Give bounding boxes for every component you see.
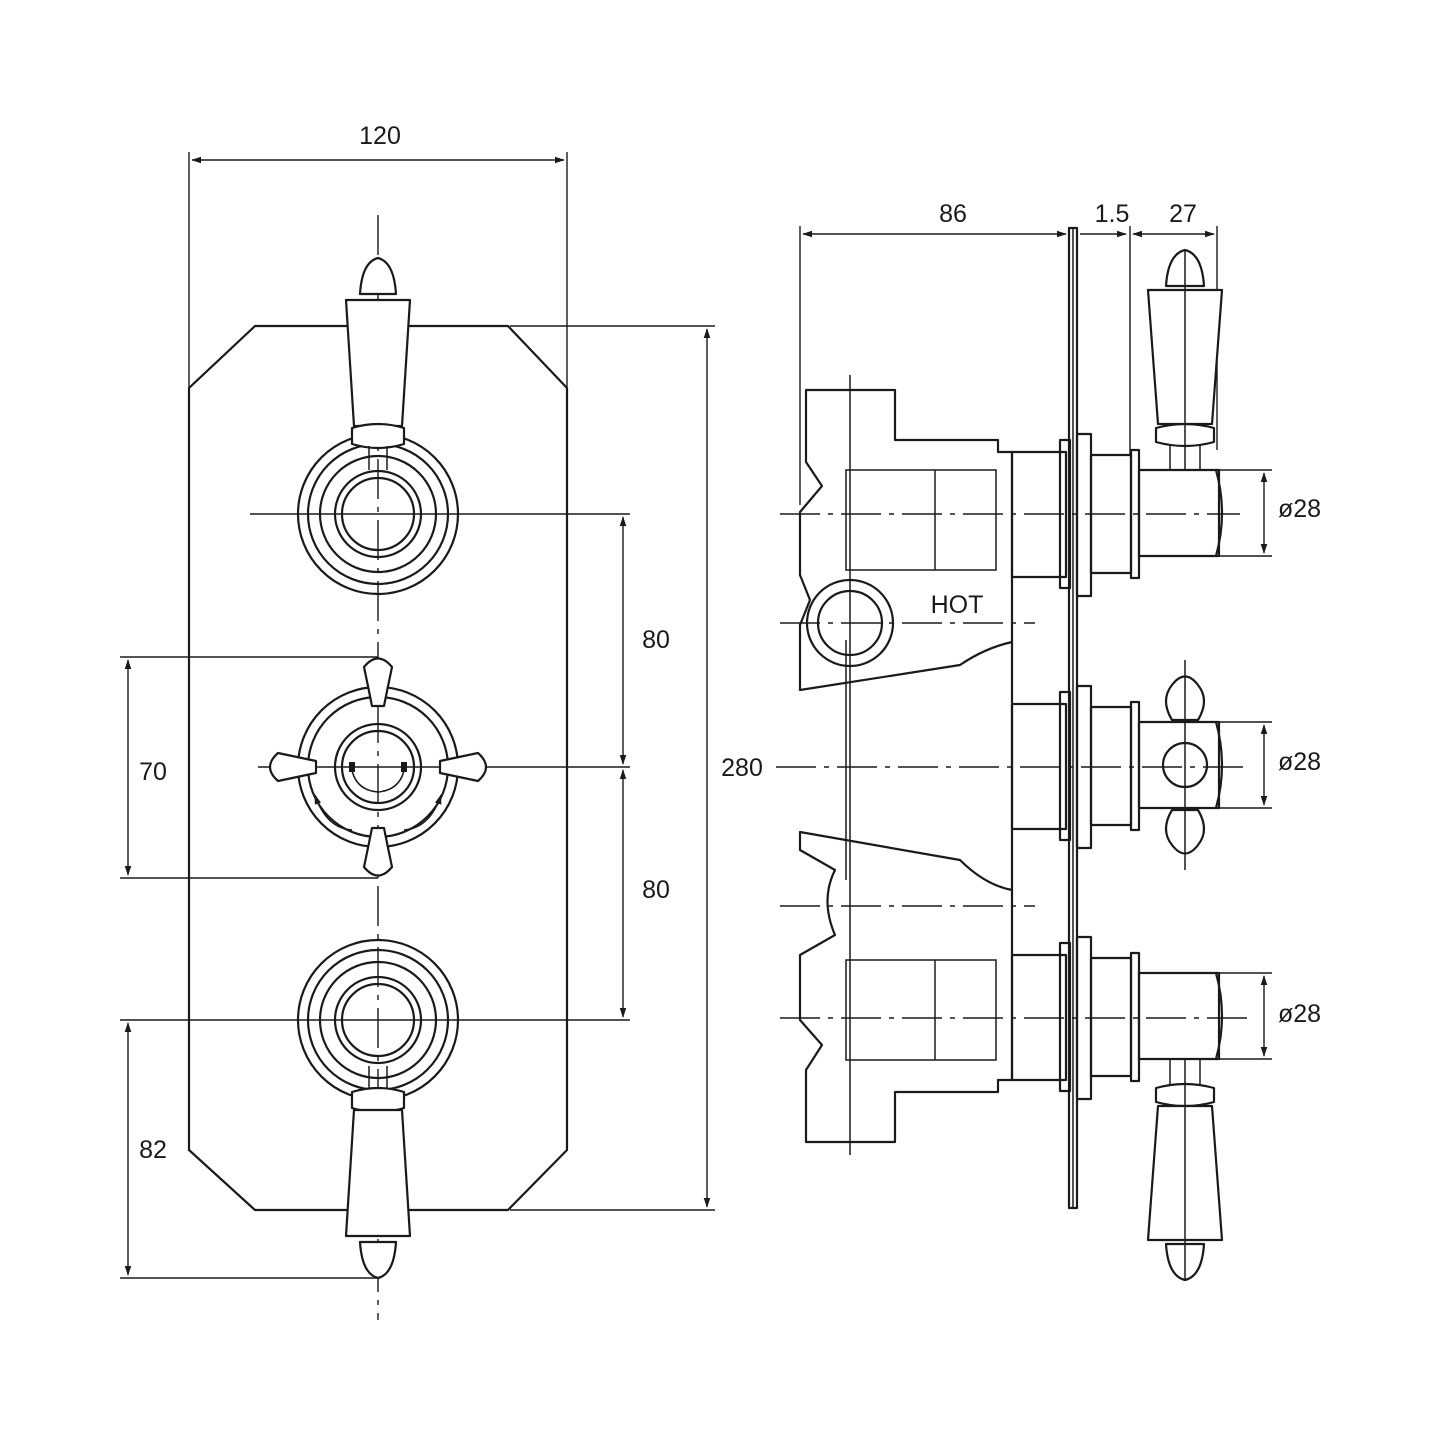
upper-spacing-label: 80	[642, 626, 670, 654]
side-view: 86 1.5 27 280 HOT ø28 ø28 ø28	[721, 200, 1321, 1282]
width-dimension-label: 120	[359, 122, 401, 150]
top-lever-valve	[296, 256, 460, 596]
top-spindle	[1010, 248, 1224, 598]
plate-thickness-label: 1.5	[1095, 200, 1130, 228]
middle-crosshead-valve	[268, 657, 488, 877]
height-dimension-label: 280	[721, 754, 763, 782]
lower-spacing-label: 80	[642, 876, 670, 904]
front-view: 120 80 80 70 82	[120, 122, 715, 1320]
diameter-bottom-label: ø28	[1278, 1000, 1321, 1028]
hot-inlet-label: HOT	[931, 591, 984, 619]
backplate-outline	[187, 324, 569, 1212]
bottom-lever-valve	[296, 938, 460, 1280]
bottom-offset-label: 82	[139, 1136, 167, 1164]
diameter-top-label: ø28	[1278, 495, 1321, 523]
handle-depth-label: 27	[1169, 200, 1197, 228]
bottom-spindle	[1010, 935, 1224, 1282]
diameter-middle-label: ø28	[1278, 748, 1321, 776]
valve-body	[798, 388, 1014, 1144]
handle-span-label: 70	[139, 758, 167, 786]
depth-dimension-label: 86	[939, 200, 967, 228]
middle-spindle	[1010, 675, 1224, 855]
